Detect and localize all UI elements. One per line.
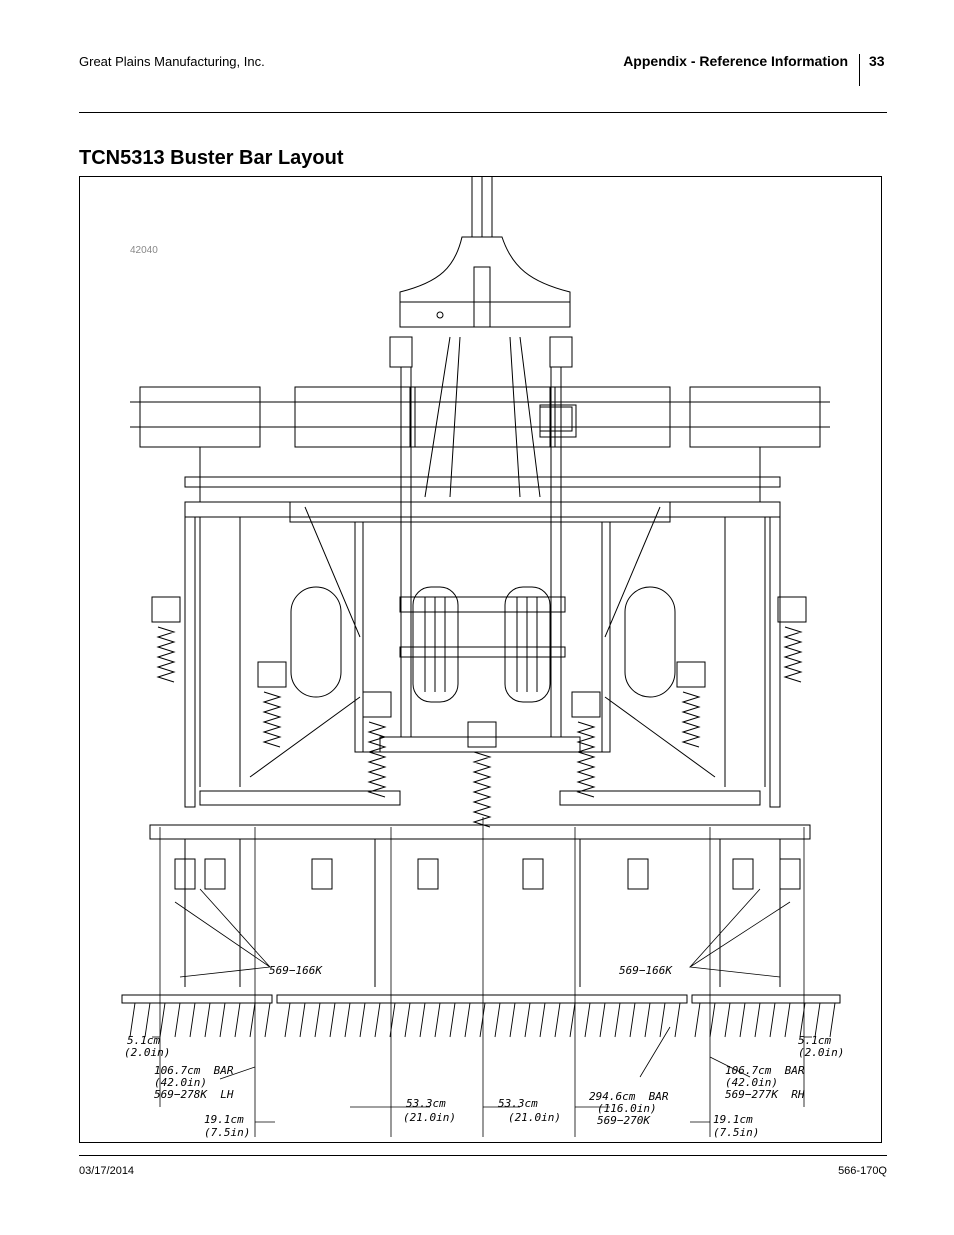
harrow-frame xyxy=(121,824,841,1004)
tires xyxy=(290,586,676,703)
shank-springs xyxy=(151,596,807,828)
right-tine-cm: 19.1cm xyxy=(713,1113,753,1126)
center-bar-in: (116.0in) xyxy=(597,1102,657,1115)
right-spacing-cm: 5.1cm xyxy=(798,1034,832,1047)
right-spacing-in: (2.0in) xyxy=(798,1046,845,1059)
left-bar-cm: 106.7cm BAR xyxy=(154,1064,234,1077)
company-name: Great Plains Manufacturing, Inc. xyxy=(79,54,265,69)
section-title: Appendix - Reference Information xyxy=(623,53,848,69)
page-title: TCN5313 Buster Bar Layout xyxy=(79,147,344,169)
left-spacing-cm: 5.1cm xyxy=(127,1034,161,1047)
dimension-lines xyxy=(152,817,812,1137)
footer-date: 03/17/2014 xyxy=(79,1165,135,1177)
center-left-in: (21.0in) xyxy=(403,1111,456,1124)
hitch-tongue xyxy=(399,177,571,328)
left-spacing-in: (2.0in) xyxy=(124,1046,171,1059)
right-bar-cm: 106.7cm BAR xyxy=(725,1064,805,1077)
figure-id: 42040 xyxy=(130,245,158,256)
center-bar-part: 569−270K xyxy=(597,1114,650,1127)
header-rule xyxy=(79,112,887,113)
left-tine-cm: 19.1cm xyxy=(204,1113,244,1126)
coulter-gangs xyxy=(130,386,830,502)
harrow-tines xyxy=(129,1002,836,1038)
left-bar-in: (42.0in) xyxy=(154,1076,207,1089)
layout-figure: 42040 569−166K 569−166K 5.1cm (2.0in) 5.… xyxy=(79,176,882,1143)
left-tine-in: (7.5in) xyxy=(204,1126,251,1139)
right-bar-in: (42.0in) xyxy=(725,1076,778,1089)
right-tine-in: (7.5in) xyxy=(713,1126,760,1139)
footer-doc-number: 566-170Q xyxy=(838,1165,887,1177)
machine-drawing xyxy=(121,177,841,1137)
page-number: 33 xyxy=(869,53,885,69)
center-left-cm: 53.3cm xyxy=(406,1097,446,1110)
left-bar-part: 569−278K LH xyxy=(154,1088,234,1101)
center-right-cm: 53.3cm xyxy=(498,1097,538,1110)
center-bar-cm: 294.6cm BAR xyxy=(589,1090,669,1103)
main-frame xyxy=(184,301,781,808)
part-label-166-right: 569−166K xyxy=(619,964,672,977)
footer-rule xyxy=(79,1155,887,1156)
right-bar-part: 569−277K RH xyxy=(725,1088,805,1101)
center-right-in: (21.0in) xyxy=(508,1111,561,1124)
header-divider xyxy=(859,54,860,86)
part-label-166-left: 569−166K xyxy=(269,964,322,977)
